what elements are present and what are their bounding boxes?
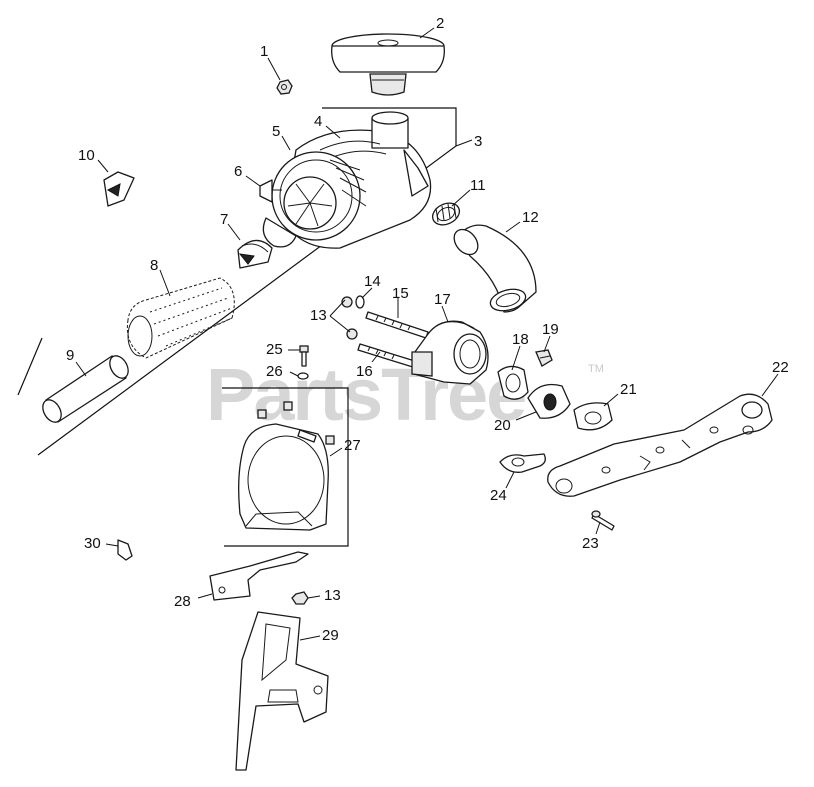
part-6-clip[interactable]: [259, 179, 282, 203]
part-2-cover[interactable]: [331, 33, 445, 96]
part-19-fitting[interactable]: [535, 349, 553, 367]
part-27-blower-housing[interactable]: [238, 401, 335, 531]
part-13-nut-bottom[interactable]: [291, 591, 309, 605]
part-28-bracket[interactable]: [209, 551, 309, 601]
part-25-bolt[interactable]: [299, 345, 309, 367]
callout-27: 27: [344, 437, 361, 454]
callout-28: 28: [174, 593, 191, 610]
part-29-brace[interactable]: [235, 611, 329, 771]
callout-10: 10: [78, 147, 95, 164]
part-8-filter-long[interactable]: [126, 277, 235, 359]
callout-26: 26: [266, 363, 283, 380]
callout-18: 18: [512, 331, 529, 348]
part-14-washer[interactable]: [355, 295, 365, 309]
callout-24: 24: [490, 487, 507, 504]
part-1-nut[interactable]: [276, 79, 293, 95]
part-13-nut-upper[interactable]: [341, 296, 353, 308]
callout-12: 12: [522, 209, 539, 226]
part-20-adapter[interactable]: [527, 383, 571, 419]
part-10-seal[interactable]: [103, 171, 135, 207]
callout-30: 30: [84, 535, 101, 552]
callout-23: 23: [582, 535, 599, 552]
part-17-throttle-body[interactable]: [411, 320, 489, 385]
part-23-bolt[interactable]: [591, 510, 615, 531]
callout-21: 21: [620, 381, 637, 398]
callout-6: 6: [234, 163, 242, 180]
part-30-clip[interactable]: [117, 539, 133, 561]
callout-11: 11: [470, 177, 486, 194]
callout-1: 1: [260, 43, 268, 60]
part-5-filter-element[interactable]: [271, 151, 367, 241]
part-7-precleaner[interactable]: [237, 239, 273, 269]
assembly-bracket-3-left: [17, 337, 43, 396]
part-12-elbow-hose[interactable]: [449, 224, 537, 314]
callout-13-upper: 13: [310, 307, 327, 324]
callout-8: 8: [150, 257, 158, 274]
callout-9: 9: [66, 347, 74, 364]
callout-20: 20: [494, 417, 511, 434]
callout-4: 4: [314, 113, 322, 130]
assembly-bracket-27: [222, 387, 349, 547]
callout-22: 22: [772, 359, 789, 376]
callout-17: 17: [434, 291, 451, 308]
callout-15: 15: [392, 285, 409, 302]
part-11-hose-clamp[interactable]: [429, 199, 463, 229]
part-18-gasket[interactable]: [497, 365, 529, 400]
watermark-trademark: TM: [588, 363, 604, 375]
leader-lines: [75, 27, 779, 641]
callout-2: 2: [436, 15, 444, 32]
part-15-stud[interactable]: [365, 311, 429, 339]
part-9-inlet-tube[interactable]: [39, 353, 132, 426]
part-24-gasket[interactable]: [499, 453, 546, 473]
callout-25: 25: [266, 341, 283, 358]
callout-29: 29: [322, 627, 339, 644]
callout-labels: 1 2 3 4 5 6 7 8 9 10 11 12 13 14 15 16 1…: [66, 15, 789, 644]
part-22-intake-manifold[interactable]: [547, 393, 773, 497]
callout-5: 5: [272, 123, 280, 140]
part-21-gasket[interactable]: [573, 402, 613, 431]
callout-16: 16: [356, 363, 373, 380]
callout-13-lower: 13: [324, 587, 341, 604]
callout-3: 3: [474, 133, 482, 150]
callout-7: 7: [220, 211, 228, 228]
part-26-washer[interactable]: [297, 372, 309, 380]
assembly-bracket-3: [37, 107, 457, 456]
callout-14: 14: [364, 273, 381, 290]
callout-19: 19: [542, 321, 559, 338]
